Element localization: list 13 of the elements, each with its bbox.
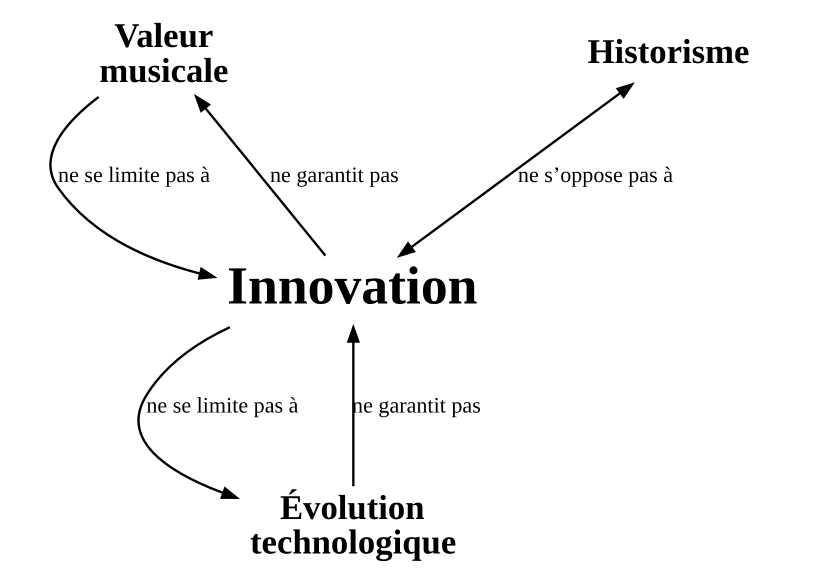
edge-label: ne garantit pas [270,162,399,188]
node-text: Historisme [588,32,750,71]
arrow [49,96,218,280]
node-text: Évolution technologique [250,488,456,562]
arrow [396,82,635,258]
edge-label: ne se limite pas à [58,162,210,188]
arrow [194,94,326,256]
node-text: Innovation [227,256,478,316]
arrow [346,324,360,486]
edge-label: ne s’oppose pas à [518,162,674,188]
edge-label: ne se limite pas à [146,392,298,418]
arrow [138,326,240,500]
node-text: Valeur musicale [99,16,228,90]
